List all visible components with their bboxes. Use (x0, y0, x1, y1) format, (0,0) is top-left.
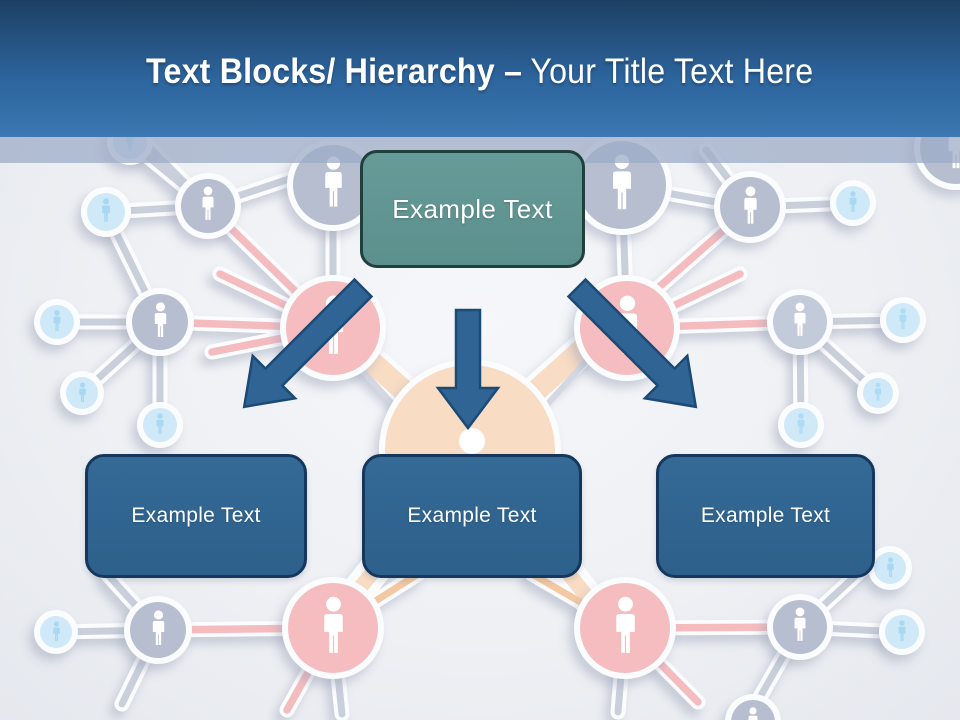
person-node (778, 402, 824, 448)
person-node (868, 546, 912, 590)
person-node (60, 371, 104, 415)
hierarchy-bottom-box-1: Example Text (85, 454, 307, 578)
person-node (879, 609, 925, 655)
slide-title-regular: Your Title Text Here (530, 51, 814, 91)
person-node (857, 372, 899, 414)
person-node (34, 610, 78, 654)
person-node (282, 577, 384, 679)
person-node (280, 275, 386, 381)
slide-title: Text Blocks/ Hierarchy –Your Title Text … (146, 52, 813, 92)
hierarchy-bottom-box-2: Example Text (362, 454, 582, 578)
person-node (767, 594, 833, 660)
hierarchy-bottom-box-1-label: Example Text (131, 504, 261, 527)
slide-header: Text Blocks/ Hierarchy –Your Title Text … (0, 0, 960, 137)
person-node (574, 275, 680, 381)
person-node (124, 596, 192, 664)
person-node (34, 299, 80, 345)
person-node (725, 694, 781, 720)
person-node (830, 180, 876, 226)
person-node (175, 173, 241, 239)
hierarchy-bottom-box-3-label: Example Text (700, 504, 831, 527)
person-node (714, 171, 786, 243)
slide-title-bold: Text Blocks/ Hierarchy – (146, 51, 523, 91)
person-node (767, 289, 833, 355)
person-node (137, 402, 183, 448)
person-node (880, 297, 926, 343)
hierarchy-bottom-box-3: Example Text (656, 454, 875, 578)
person-node (574, 577, 676, 679)
hierarchy-top-box: Example Text (360, 150, 585, 268)
person-node (81, 187, 131, 237)
person-node (126, 288, 194, 356)
hierarchy-top-box-label: Example Text (392, 193, 553, 224)
hierarchy-bottom-box-2-label: Example Text (407, 504, 537, 527)
